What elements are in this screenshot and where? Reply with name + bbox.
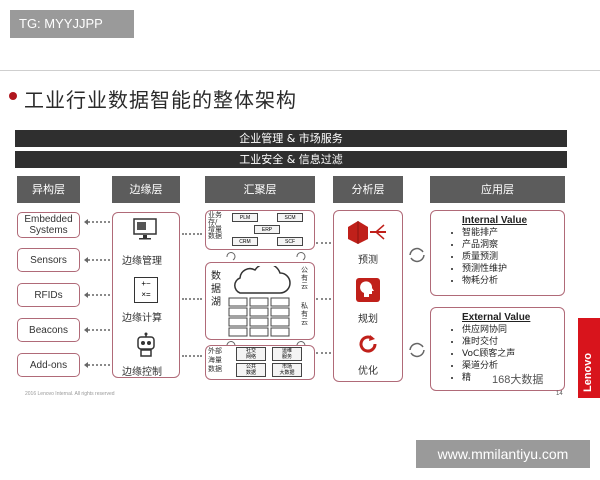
header-analysis: 分析层	[333, 176, 403, 203]
data-grid-icon	[228, 297, 290, 337]
monitor-icon	[133, 218, 157, 240]
edge-control-label: 边缘控制	[122, 367, 162, 378]
bottom-watermark-tag: www.mmilantiyu.com	[416, 440, 590, 468]
internal-value-frame	[430, 210, 565, 296]
lenovo-logo: Lenovo	[578, 318, 600, 398]
edge-manage-label: 边缘管理	[122, 256, 162, 267]
list-item: 供应网协同	[462, 324, 515, 336]
plan-label: 规划	[358, 314, 378, 325]
header-heterogeneous: 异构层	[17, 176, 80, 203]
calculator-icon: +− ×=	[134, 277, 158, 303]
list-item: 渠道分析	[462, 360, 515, 372]
ext-box-market: 市场 大数据	[272, 363, 302, 377]
list-item: 产品洞察	[462, 239, 507, 251]
bar-industrial-security: 工业安全 & 信息过滤	[15, 151, 567, 168]
list-item: 质量预测	[462, 251, 507, 263]
device-beacons: Beacons	[17, 318, 80, 342]
system-box-crm: CRM	[232, 237, 258, 246]
watermark-168: 168大数据	[492, 374, 544, 386]
system-box-scm: SCM	[277, 213, 303, 222]
header-application: 应用层	[430, 176, 565, 203]
header-edge: 边缘层	[112, 176, 180, 203]
cloud-icon	[226, 262, 292, 296]
edge-compute-label: 边缘计算	[122, 313, 162, 324]
external-value-title: External Value	[462, 312, 531, 323]
title-bullet-icon	[9, 92, 17, 100]
ext-box-ops: 运维 服务	[272, 347, 302, 361]
business-data-label: 业务 存/ 增量 数据	[208, 211, 222, 240]
internal-value-title: Internal Value	[462, 215, 528, 226]
external-data-label: 外部 海量 数据	[208, 347, 222, 373]
optimize-icon	[357, 333, 379, 355]
sync-arrows-top	[222, 250, 312, 262]
header-aggregation: 汇聚层	[205, 176, 315, 203]
ext-box-social: 社交 网络	[236, 347, 266, 361]
system-box-scf: SCF	[277, 237, 303, 246]
device-sensors: Sensors	[17, 248, 80, 272]
list-item: VoC顾客之声	[462, 348, 515, 360]
predict-label: 预测	[358, 255, 378, 266]
device-addons: Add-ons	[17, 353, 80, 377]
list-item: 智能排产	[462, 227, 507, 239]
top-watermark-tag: TG: MYYJJPP	[10, 10, 134, 38]
list-item: 精	[462, 372, 515, 384]
optimize-label: 优化	[358, 366, 378, 377]
data-lake-label: 数 据 湖	[211, 271, 221, 308]
list-item: 物耗分析	[462, 275, 507, 287]
sync-icon-external	[407, 340, 427, 360]
robot-icon	[135, 332, 157, 358]
external-value-list: 供应网协同 准时交付 VoC顾客之声 渠道分析 精	[448, 324, 515, 384]
plan-icon	[356, 278, 380, 302]
slide-title: 工业行业数据智能的整体架构	[24, 88, 297, 112]
device-embedded-systems: Embedded Systems	[17, 212, 80, 238]
slide-footer: 2016 Lenovo Internal. All rights reserve…	[25, 391, 115, 397]
system-box-plm: PLM	[232, 213, 258, 222]
external-value-frame	[430, 307, 565, 391]
ext-box-public: 公共 数据	[236, 363, 266, 377]
internal-value-list: 智能排产 产品洞察 质量预测 预测性维护 物耗分析	[448, 227, 507, 287]
system-box-erp: ERP	[254, 225, 280, 234]
list-item: 准时交付	[462, 336, 515, 348]
sync-icon-internal	[407, 245, 427, 265]
private-cloud-label: 私 有 云	[301, 302, 308, 326]
list-item: 预测性维护	[462, 263, 507, 275]
public-cloud-label: 公 有 云	[301, 266, 308, 290]
device-rfids: RFIDs	[17, 283, 80, 307]
bar-enterprise-management: 企业管理 & 市场服务	[15, 130, 567, 147]
predict-icon	[346, 219, 388, 245]
page-number: 14	[556, 391, 563, 397]
divider-line	[0, 70, 600, 71]
